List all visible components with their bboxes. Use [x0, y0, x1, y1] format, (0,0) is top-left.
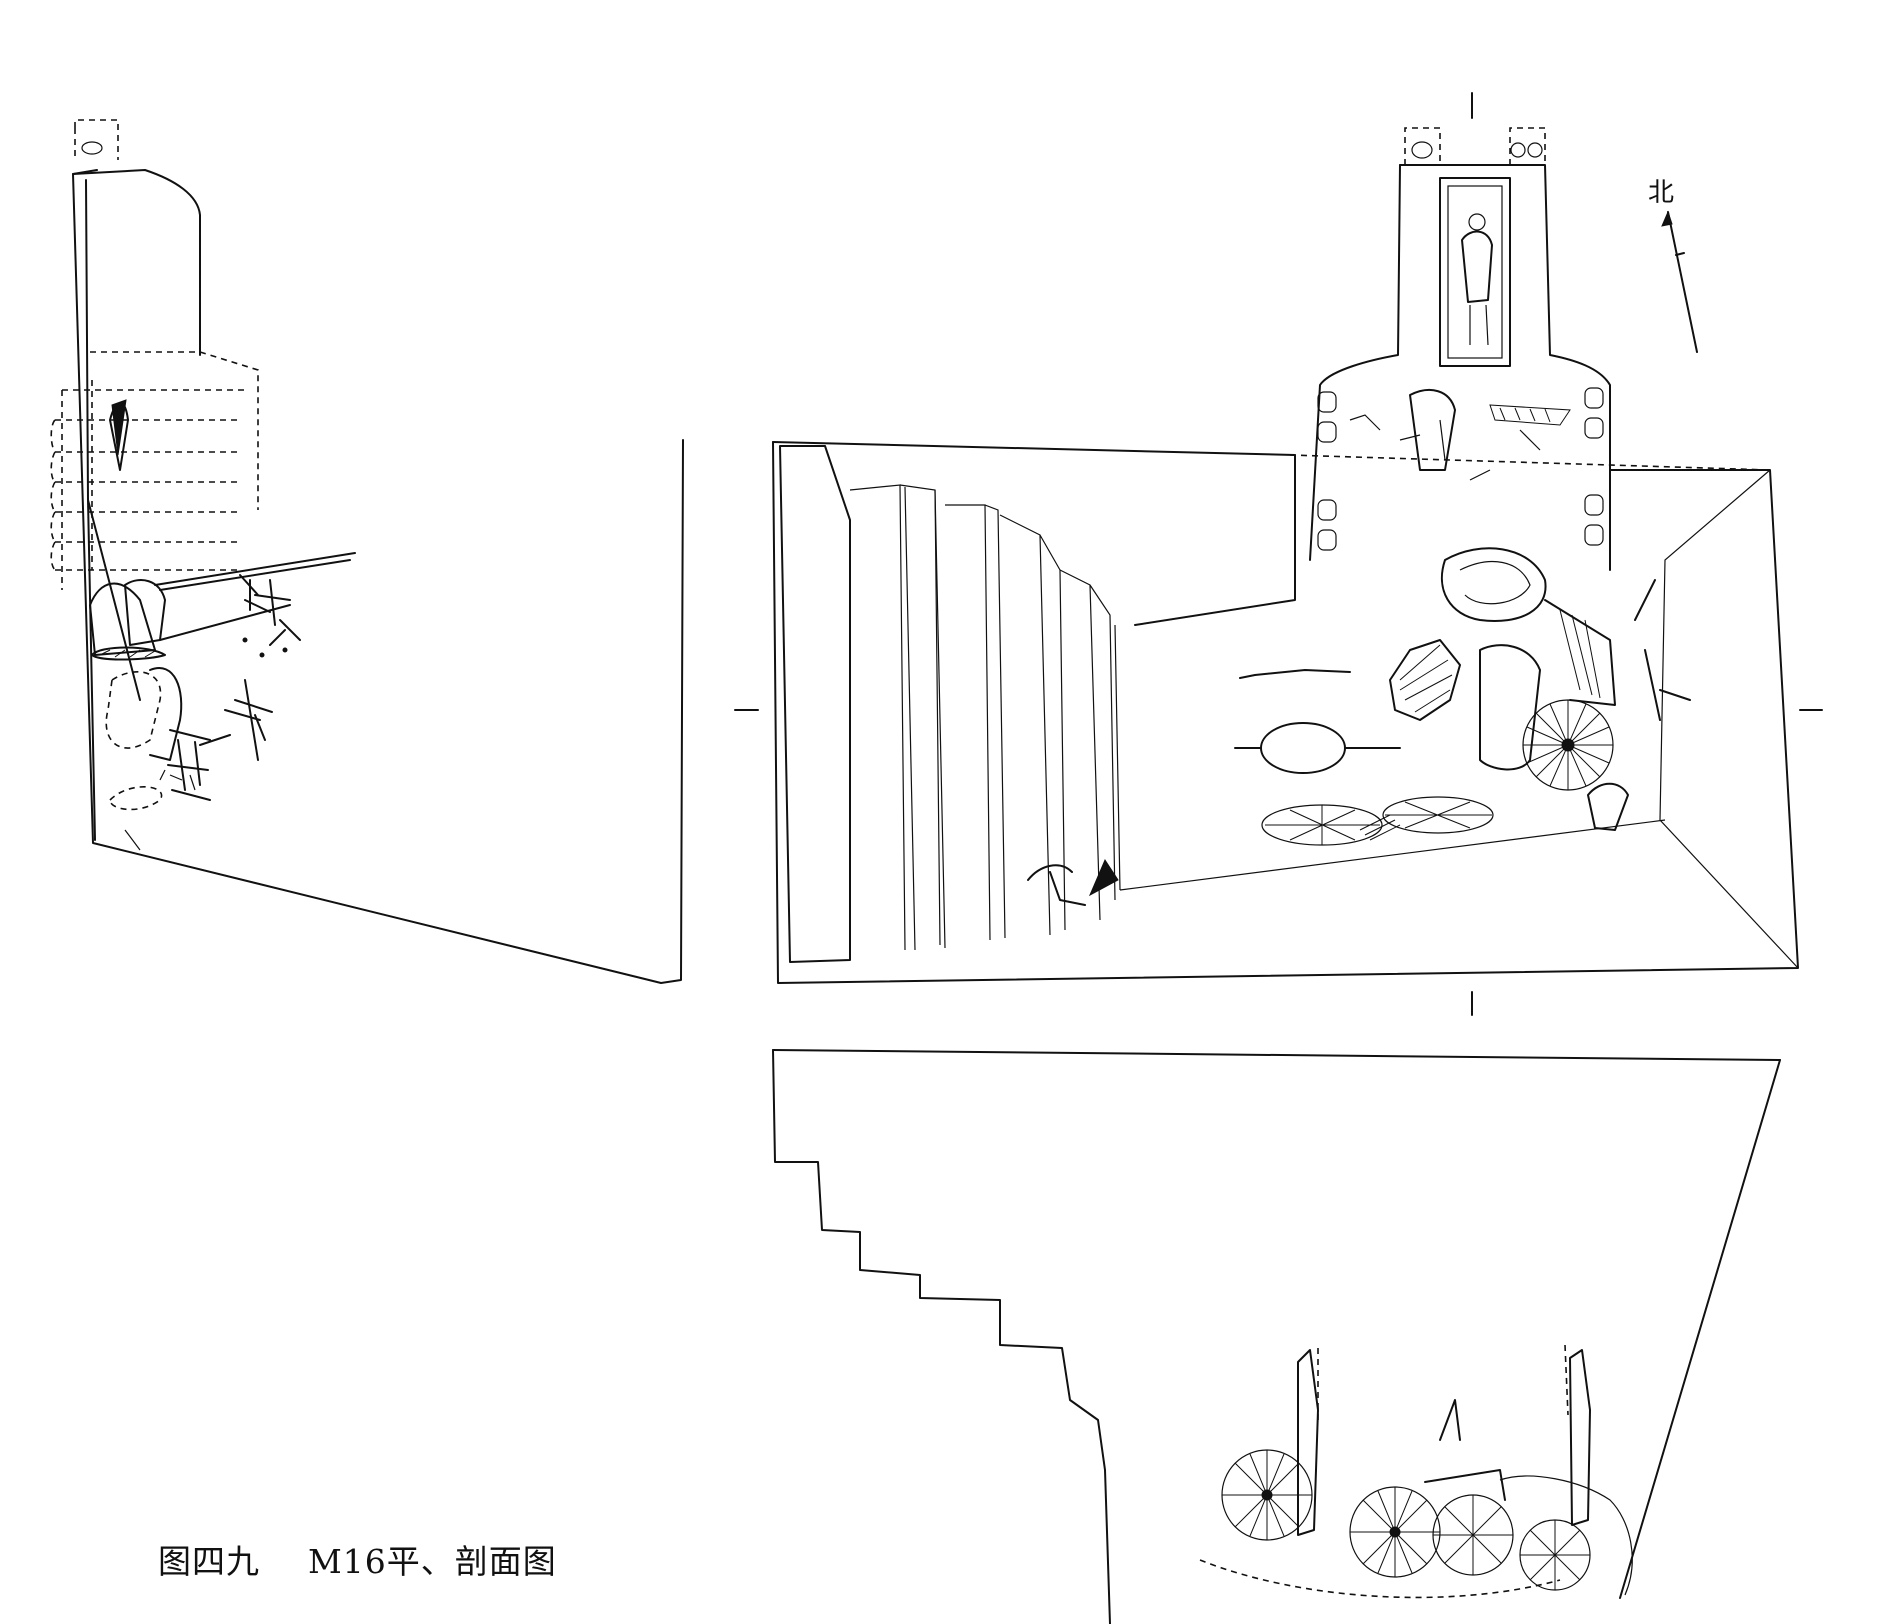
- plan-view: [734, 92, 1823, 1016]
- figure-number: 图四九: [158, 1542, 260, 1581]
- terrace-lines: [849, 484, 1116, 951]
- step-lines: [50, 380, 245, 590]
- north-label: 北: [1648, 178, 1675, 208]
- front-section-view: [772, 1049, 1781, 1624]
- chariot-remains: [1234, 389, 1691, 846]
- section-wheels: [1221, 1449, 1591, 1591]
- figure-title: M16平、剖面图: [308, 1542, 557, 1581]
- figure-caption: 图四九 M16平、剖面图: [158, 1535, 557, 1583]
- left-section-view: [50, 119, 684, 984]
- scattered-items: [167, 574, 301, 801]
- stone-row: [1317, 387, 1604, 551]
- north-arrow: [1661, 210, 1698, 353]
